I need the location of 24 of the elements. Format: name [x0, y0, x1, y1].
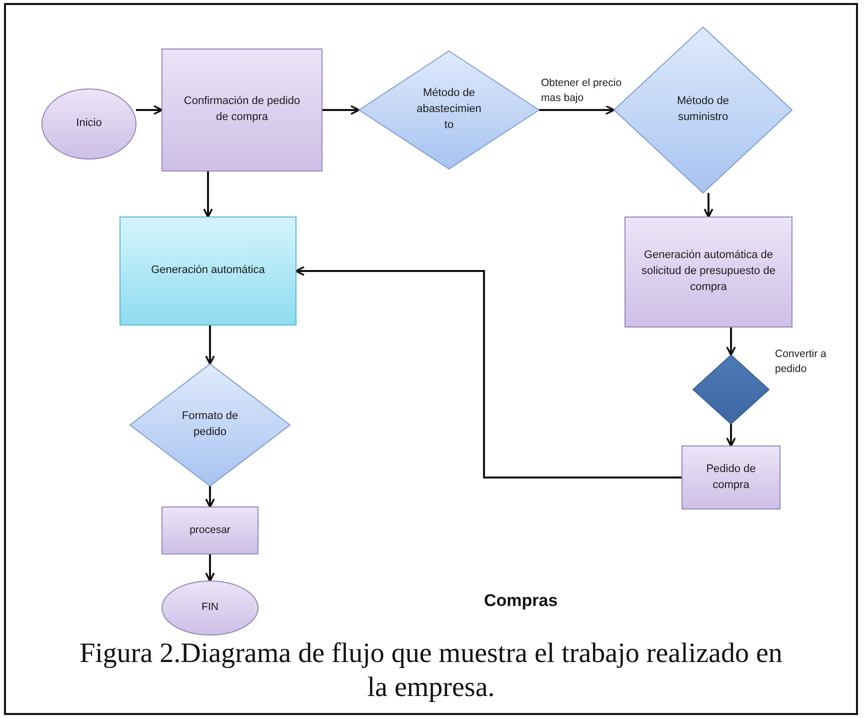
arrow [322, 105, 360, 115]
node-label: Método de suministro [676, 94, 730, 125]
arrow [203, 171, 213, 218]
node-label: Confirmación de pedido de compra [182, 94, 302, 125]
arrow [205, 325, 215, 365]
node-label: FIN [202, 600, 218, 616]
arrow [205, 486, 215, 508]
arrow [205, 554, 215, 582]
node-label: Método de abastecimien to [416, 86, 482, 133]
node-label: Formato de pedido [180, 409, 240, 440]
arrow [726, 327, 736, 356]
node-label: procesar [190, 522, 230, 538]
arrow [539, 105, 615, 115]
node-label: Generación automática [151, 263, 265, 278]
arrow [295, 266, 682, 478]
arrow [704, 193, 714, 218]
figure-caption: Figura 2.Diagrama de flujo que muestra el trabajo realizado en la empresa. [78, 637, 784, 705]
node-label: Generación automática de solicitud de presupuesto de compra [640, 248, 776, 295]
diagram-heading: Compras [484, 591, 558, 611]
arrow [726, 424, 736, 447]
node-label: Pedido de compra [705, 462, 757, 492]
node-note: Convertir a pedido [775, 347, 828, 378]
arrow [136, 105, 163, 115]
node-label: Inicio [76, 116, 102, 132]
